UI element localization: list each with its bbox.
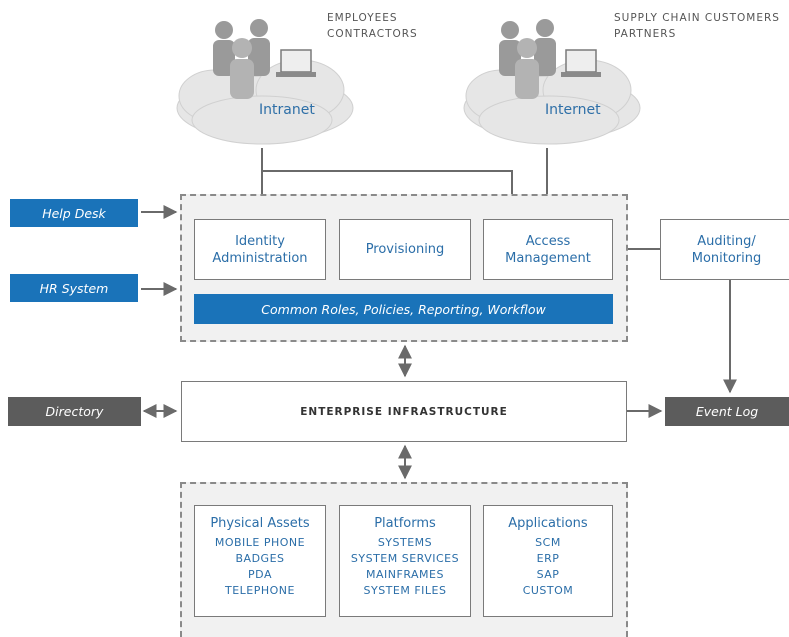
- asset-item: MOBILE PHONE: [214, 536, 306, 549]
- asset-item: SYSTEM SERVICES: [350, 552, 460, 565]
- hr-system-box[interactable]: HR System: [10, 274, 138, 302]
- asset-item: SYSTEMS: [377, 536, 433, 549]
- physical-assets-title: Physical Assets: [210, 516, 310, 531]
- intranet-people-icon: [213, 19, 270, 99]
- asset-item: CUSTOM: [522, 584, 574, 597]
- auditing-monitoring-label: Auditing/ Monitoring: [691, 233, 762, 266]
- asset-item: TELEPHONE: [225, 584, 295, 597]
- applications-box[interactable]: Applications SCM ERP SAP CUSTOM: [483, 505, 613, 617]
- partners-label: PARTNERS: [614, 28, 677, 40]
- asset-item: ERP: [536, 552, 560, 565]
- asset-item: SAP: [536, 568, 560, 581]
- enterprise-infrastructure-box[interactable]: ENTERPRISE INFRASTRUCTURE: [181, 381, 627, 442]
- access-management-label: Access Management: [505, 233, 591, 266]
- directory-box[interactable]: Directory: [8, 397, 141, 426]
- contractors-label: CONTRACTORS: [327, 28, 418, 40]
- identity-administration-label: Identity Administration: [212, 233, 308, 266]
- asset-item: BADGES: [235, 552, 285, 565]
- enterprise-infrastructure-label: ENTERPRISE INFRASTRUCTURE: [300, 405, 508, 418]
- internet-laptop-icon: [561, 49, 601, 77]
- platforms-box[interactable]: Platforms SYSTEMS SYSTEM SERVICES MAINFR…: [339, 505, 471, 617]
- applications-title: Applications: [508, 516, 588, 531]
- asset-item: SYSTEM FILES: [363, 584, 447, 597]
- access-management-box[interactable]: Access Management: [483, 219, 613, 280]
- intranet-laptop-icon: [276, 49, 316, 77]
- common-roles-bar: Common Roles, Policies, Reporting, Workf…: [194, 294, 613, 324]
- customers-caption: SUPPLY CHAIN CUSTOMERS PARTNERS: [614, 10, 780, 42]
- supply-chain-label: SUPPLY CHAIN CUSTOMERS: [614, 12, 780, 24]
- internet-label: Internet: [545, 102, 601, 118]
- internet-people-icon: [499, 19, 556, 99]
- provisioning-label: Provisioning: [365, 242, 445, 257]
- asset-item: MAINFRAMES: [366, 568, 444, 581]
- identity-administration-box[interactable]: Identity Administration: [194, 219, 326, 280]
- platforms-title: Platforms: [374, 516, 436, 531]
- employees-caption: EMPLOYEES CONTRACTORS: [327, 10, 418, 42]
- asset-item: SCM: [535, 536, 561, 549]
- help-desk-box[interactable]: Help Desk: [10, 199, 138, 227]
- employees-label: EMPLOYEES: [327, 12, 398, 24]
- physical-assets-box[interactable]: Physical Assets MOBILE PHONE BADGES PDA …: [194, 505, 326, 617]
- intranet-label: Intranet: [259, 102, 315, 118]
- auditing-monitoring-box[interactable]: Auditing/ Monitoring: [660, 219, 789, 280]
- asset-item: PDA: [248, 568, 272, 581]
- provisioning-box[interactable]: Provisioning: [339, 219, 471, 280]
- event-log-box[interactable]: Event Log: [665, 397, 789, 426]
